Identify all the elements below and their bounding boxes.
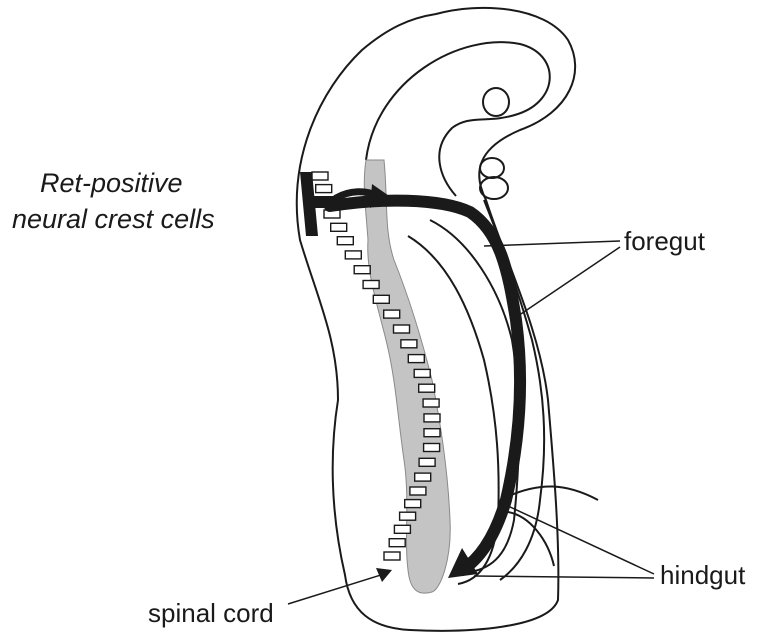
- somite: [394, 525, 410, 533]
- somite: [401, 340, 417, 348]
- somite: [312, 172, 328, 180]
- somite: [384, 552, 400, 560]
- somite: [394, 325, 410, 333]
- somite: [424, 429, 440, 437]
- somite: [408, 355, 424, 363]
- ret-origin-stub: [306, 196, 336, 208]
- somite: [414, 369, 430, 377]
- somite: [423, 399, 439, 407]
- hindgut-line-upper: [500, 486, 598, 500]
- foregut-label: foregut: [624, 226, 706, 256]
- somite: [419, 458, 435, 466]
- somite: [316, 185, 332, 193]
- somite: [373, 295, 389, 303]
- somite: [331, 223, 347, 231]
- somite: [405, 500, 421, 508]
- somite: [400, 512, 416, 520]
- spinal-cord-label: spinal cord: [148, 598, 274, 628]
- somite: [424, 444, 440, 452]
- somite: [424, 414, 440, 422]
- hindgut-leader-lower: [474, 576, 654, 578]
- somite: [384, 310, 400, 318]
- somite: [354, 266, 370, 274]
- somite: [419, 384, 435, 392]
- pharyngeal-arch-upper: [480, 158, 504, 178]
- foregut-leader-upper: [484, 241, 620, 246]
- somite: [345, 251, 361, 259]
- somite: [410, 487, 426, 495]
- optic-vesicle: [483, 88, 509, 116]
- spinal-cord-leader: [288, 574, 384, 604]
- somite: [389, 539, 405, 547]
- ret-label-line1: Ret-positive: [40, 168, 183, 198]
- head-inner-outline: [366, 42, 550, 196]
- pharyngeal-arch-lower: [480, 177, 508, 199]
- somite: [415, 473, 431, 481]
- hindgut-label: hindgut: [660, 560, 746, 590]
- somite: [363, 281, 379, 289]
- somite: [337, 237, 353, 245]
- foregut-leader-lower: [512, 247, 620, 320]
- ret-label-line2: neural crest cells: [12, 204, 215, 234]
